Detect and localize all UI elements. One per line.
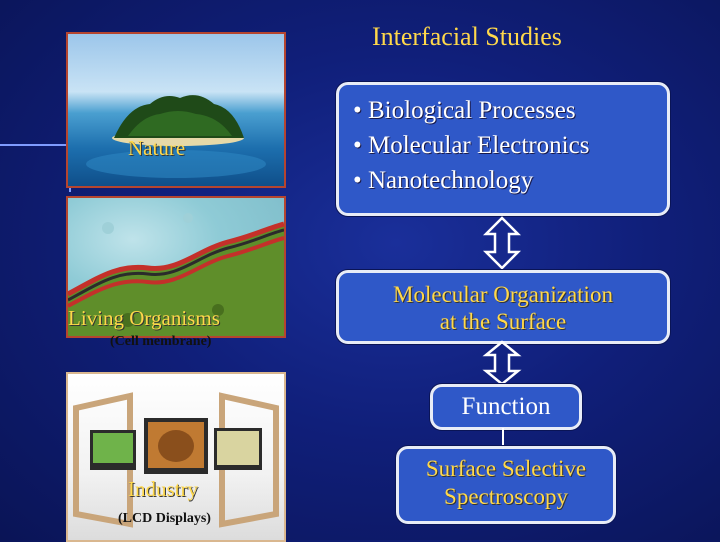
nature-photo — [66, 32, 286, 188]
spectroscopy-line-1: Surface Selective — [425, 456, 587, 481]
decorative-line — [0, 144, 68, 146]
molecular-organization-box: Molecular Organization at the Surface — [336, 270, 670, 344]
slide-title: Interfacial Studies — [372, 22, 562, 51]
industry-label: Industry — [128, 477, 198, 501]
living-organisms-label: Living Organisms — [68, 306, 220, 330]
bullet-nanotechnology: • Nanotechnology — [353, 167, 534, 194]
function-label: Function — [461, 393, 551, 420]
spectroscopy-box: Surface Selective Spectroscopy — [396, 446, 616, 524]
organization-line-2: at the Surface — [439, 309, 567, 334]
lcd-displays-sublabel: (LCD Displays) — [118, 511, 211, 526]
lcd-frames-illustration — [73, 392, 279, 528]
applications-box: • Biological Processes • Molecular Elect… — [336, 82, 670, 216]
organization-line-1: Molecular Organization — [393, 282, 613, 307]
island-illustration — [86, 95, 266, 178]
double-arrow-icon — [482, 340, 522, 386]
membrane-illustration — [68, 213, 284, 336]
function-box: Function — [430, 384, 582, 430]
double-arrow-icon — [482, 216, 522, 270]
cell-membrane-photo — [66, 196, 286, 338]
cell-membrane-sublabel: (Cell membrane) — [110, 334, 212, 349]
bullet-biological-processes: • Biological Processes — [353, 97, 576, 124]
nature-label: Nature — [128, 136, 186, 160]
connector-line — [502, 428, 504, 446]
spectroscopy-line-2: Spectroscopy — [444, 484, 568, 509]
bullet-molecular-electronics: • Molecular Electronics — [353, 132, 590, 159]
